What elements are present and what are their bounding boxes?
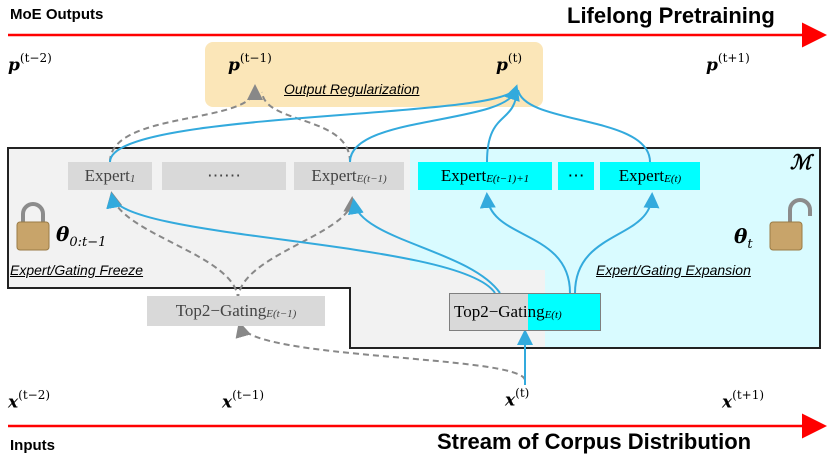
padlock-closed-icon: [16, 202, 50, 251]
expert-gating-expansion-caption: Expert/Gating Expansion: [596, 262, 751, 278]
input-x-t-plus-1: x(t+1): [722, 388, 765, 413]
output-regularization-label: Output Regularization: [284, 81, 420, 97]
gating-old-part: Top2−Gati: [450, 294, 528, 330]
output-p-t: p(t): [496, 51, 523, 76]
model-symbol: ℳ: [790, 150, 812, 174]
stream-of-corpus-title: Stream of Corpus Distribution: [437, 429, 752, 454]
input-x-t-minus-2: x(t−2): [8, 388, 51, 413]
padlock-open-icon: [769, 198, 812, 251]
frozen-ellipsis-box: ⋯⋯: [162, 162, 286, 190]
output-p-t-minus-2: p(t−2): [8, 51, 52, 76]
expansion-region: [410, 148, 820, 348]
expanded-ellipsis-box: ⋯: [558, 162, 594, 190]
output-p-t-minus-1: p(t−1): [228, 51, 272, 76]
output-regularization-region: [205, 42, 543, 107]
moe-outputs-label: MoE Outputs: [10, 6, 104, 23]
inputs-label: Inputs: [10, 437, 55, 454]
output-p-t-plus-1: p(t+1): [706, 51, 750, 76]
theta-t: θt: [734, 224, 753, 252]
input-x-t: x(t): [505, 386, 530, 411]
frozen-region: [8, 148, 545, 348]
expert-gating-freeze-caption: Expert/Gating Freeze: [10, 262, 144, 278]
input-x-t-minus-1: x(t−1): [222, 388, 265, 413]
model-outline: [7, 147, 821, 349]
theta-0-t-minus-1: θ0:t−1: [56, 222, 107, 250]
lifelong-pretraining-title: Lifelong Pretraining: [567, 3, 775, 28]
